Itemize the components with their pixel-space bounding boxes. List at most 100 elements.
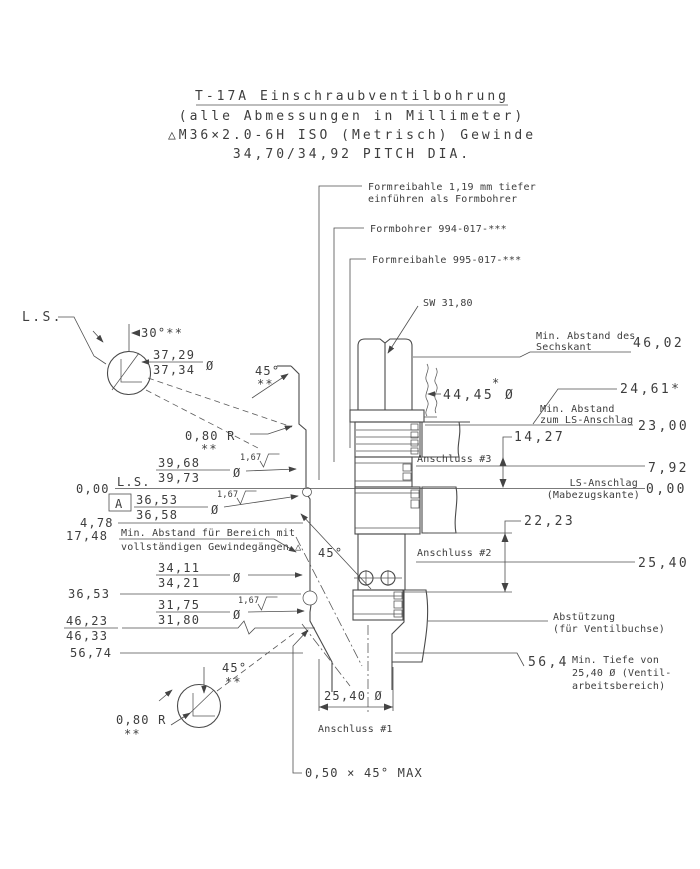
dia-3175-bottom: 31,80 xyxy=(158,613,200,627)
depth-flag-line xyxy=(395,652,525,667)
detail-projection-dash-1 xyxy=(147,377,293,428)
port1-label: Anschluss #1 xyxy=(318,724,393,735)
dia-3411-top: 34,11 xyxy=(158,561,200,575)
value-3653-depth: 36,53 xyxy=(68,587,110,601)
dim-2540-arrow-left xyxy=(319,703,328,711)
seat-radius-detail-lower xyxy=(302,590,318,606)
cavity-wall-mid xyxy=(307,495,311,591)
flange-washer xyxy=(349,409,425,423)
finish-3175-check-icon xyxy=(257,596,278,611)
left-dimensions: L.S. 30°** 37,29 37,34 Ø 45° ** 0,80 R *… xyxy=(22,310,372,741)
value-1748: 17,48 xyxy=(66,529,108,543)
detail-circle-upper xyxy=(92,330,152,396)
min-hex-value: 46,02 xyxy=(633,336,684,351)
dia-3175-leader xyxy=(247,608,305,614)
cartridge-thread-zone xyxy=(354,421,421,458)
dia-3729-symbol: Ø xyxy=(206,359,214,373)
title-block: T-17A Einschraubventilbohrung (alle Abme… xyxy=(168,89,533,162)
detail-corner-profile xyxy=(120,359,142,383)
dim-1427-arrow-down xyxy=(499,479,507,488)
leader-2461 xyxy=(532,388,617,425)
depth-value: 56,4 xyxy=(528,655,569,670)
dia-3729-bottom: 37,34 xyxy=(153,363,195,377)
backup-ring-square xyxy=(393,609,403,618)
backup-ring-square xyxy=(402,463,412,472)
dia-3729-top: 37,29 xyxy=(153,348,195,362)
hex-head xyxy=(357,338,413,411)
radius-080-bottom-stars: ** xyxy=(124,727,141,741)
dim-2540-text: 25,40 Ø xyxy=(324,689,383,703)
leader-form-drill xyxy=(333,227,364,462)
housing-hatch-middle xyxy=(421,486,458,534)
port2-label: Anschluss #2 xyxy=(417,548,492,559)
datum-zero-left-value: 0,00 xyxy=(76,482,110,496)
min-ls-value: 23,00 xyxy=(638,419,689,434)
radius-080-top: 0,80 R xyxy=(185,429,236,443)
value-1427: 14,27 xyxy=(514,430,565,445)
angle-45-bottom: 45° xyxy=(222,661,247,675)
dia-3653-top: 36,53 xyxy=(136,493,178,507)
backup-ring-square xyxy=(402,472,412,481)
dia-4445-symbol: Ø xyxy=(505,388,515,403)
ls-top-leader xyxy=(58,316,107,365)
thread-zone-note-2: vollständigen Gewindegängen △ xyxy=(121,542,301,553)
backup-ring-square xyxy=(393,591,403,600)
dia-3968-symbol: Ø xyxy=(233,466,241,480)
value-792: 7,92 xyxy=(648,461,689,476)
ls-top-label: L.S. xyxy=(22,310,63,325)
break-line-1 xyxy=(425,363,429,417)
leader-form-reamer xyxy=(349,258,366,448)
drawing-title: T-17A Einschraubventilbohrung xyxy=(195,89,509,104)
detail-lower-projection xyxy=(216,630,298,692)
dia-3968-leader xyxy=(245,466,297,473)
angle-45-top-stars: ** xyxy=(257,377,274,391)
dia-3968-bottom: 39,73 xyxy=(158,471,200,485)
bottom-dimensions: 25,40 Ø Anschluss #1 0,50 × 45° MAX xyxy=(292,629,422,780)
detail-lower-arrow xyxy=(158,689,173,702)
detail-circle-upper-outline xyxy=(106,350,152,396)
dim-2223-arrow-down xyxy=(501,583,509,592)
dia-3411-symbol: Ø xyxy=(233,571,241,585)
radius-080-top-leader xyxy=(250,425,293,435)
ls-reference-edge-label: (Mabezugskante) xyxy=(547,490,640,501)
dim-2223-arrow-up xyxy=(501,533,509,542)
tool-callouts: Formreibahle 1,19 mm tiefer einführen al… xyxy=(318,182,536,480)
angle-45-mid: 45° xyxy=(318,546,343,560)
backup-ring-square xyxy=(410,499,420,509)
dia-3411-bottom: 34,21 xyxy=(158,576,200,590)
dia-3653-symbol: Ø xyxy=(211,503,219,517)
angle-30-arrow xyxy=(131,329,140,337)
title-pitch-dia: 34,70/34,92 PITCH DIA. xyxy=(233,147,471,162)
datum-a-box xyxy=(108,493,132,512)
ls-anschlag-label: LS-Anschlag xyxy=(570,478,638,489)
min-ls-label-1: Min. Abstand xyxy=(540,404,615,415)
thread-section-square xyxy=(410,439,419,447)
dia-3968-top: 39,68 xyxy=(158,456,200,470)
thread-zone-note-1: Min. Abstand für Bereich mit xyxy=(121,528,295,539)
cavity-wall-upper xyxy=(290,365,307,487)
backup-ring-square xyxy=(393,600,403,609)
thread-section-square xyxy=(410,423,419,431)
housing-hatch-lower xyxy=(391,589,429,663)
depth-note-3: arbeitsbereich) xyxy=(572,681,665,692)
dia-4445-value: 44,45 xyxy=(443,388,494,403)
finish-3968-check-icon xyxy=(259,453,280,468)
value-4623-bottom: 46,33 xyxy=(66,629,108,643)
datum-a-letter: A xyxy=(115,497,123,511)
value-478: 4,78 xyxy=(80,516,114,530)
depth-note-2: 25,40 Ø (Ventil- xyxy=(572,667,672,679)
support-label-2: (für Ventilbuchse) xyxy=(553,624,665,635)
min-hex-label-1: Min. Abstand des xyxy=(536,331,636,342)
dia-3653-leader xyxy=(223,494,299,508)
form-reamer-label: Formreibahle 995-017-*** xyxy=(372,255,521,266)
leader-hex-size xyxy=(387,305,419,354)
min-ls-label-2: zum LS-Anschlag xyxy=(540,415,633,426)
ls-mid-label: L.S. xyxy=(117,475,151,489)
angle-45-top: 45° xyxy=(255,364,280,378)
value-2540-right: 25,40 xyxy=(638,556,689,571)
port3-label: Anschluss #3 xyxy=(417,454,492,465)
thread-section-square xyxy=(410,447,419,455)
hex-size-label: SW 31,80 xyxy=(423,298,473,309)
detail-circle-lower xyxy=(158,630,298,729)
